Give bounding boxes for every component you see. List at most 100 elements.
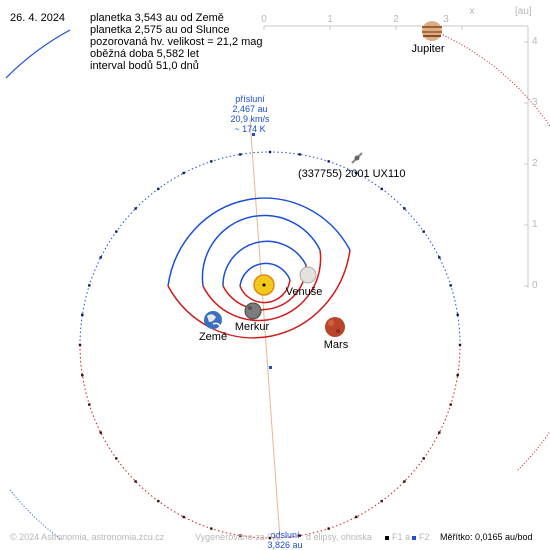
mercury-label: Merkur (234, 321, 270, 333)
x-tick-1: 1 (327, 14, 333, 25)
orbit-point (239, 153, 242, 156)
asteroid-orbit-blue (79, 151, 461, 346)
x-tick-3: 3 (443, 14, 449, 25)
orbit-point (81, 313, 84, 316)
legend-f1-label: F1 a (392, 532, 411, 542)
orbit-point (380, 499, 383, 503)
legend-f2-label: F2 (419, 532, 430, 542)
orbit-point (182, 171, 185, 175)
orbit-point (403, 480, 406, 483)
orbit-point (355, 171, 358, 175)
orbit-point (81, 374, 84, 377)
x-tick-2: 2 (393, 14, 399, 25)
y-tick-4: 4 (532, 36, 538, 47)
perihelion-temperature: ~ 174 K (234, 124, 266, 134)
orbit-point (403, 207, 406, 210)
y-tick-2: 2 (532, 158, 538, 169)
earth-icon (204, 311, 222, 329)
orbit-point (268, 150, 272, 154)
orbit-point (458, 343, 462, 347)
orbit-point (210, 527, 213, 530)
mars-orbit-red (167, 249, 351, 339)
orbit-point (438, 431, 441, 434)
jupiter-icon (422, 21, 442, 41)
orbit-point (438, 256, 441, 259)
orbit-point (422, 230, 425, 233)
info-panel: planetka 3,543 au od Země planetka 2,575… (90, 12, 263, 72)
scale-label: Měřítko: 0,0165 au/bod (440, 532, 533, 542)
orbit-point (456, 374, 459, 377)
jupiter-label: Jupiter (411, 43, 445, 55)
orbit-point (115, 230, 118, 233)
asteroid-orbit-red (79, 344, 461, 539)
jupiter-orbit-blue-lower (9, 489, 63, 541)
orbit-point (449, 403, 452, 406)
x-tick-0: 0 (261, 14, 267, 25)
y-tick-3: 3 (532, 97, 538, 108)
orbit-point (449, 284, 452, 287)
mars-icon (325, 317, 345, 337)
orbit-point (210, 160, 213, 163)
orbit-point (422, 457, 425, 460)
venus-icon (299, 266, 317, 284)
legend-f2-square (412, 536, 416, 540)
orbit-point (88, 284, 91, 287)
orbit-point (99, 431, 102, 434)
point-interval: interval bodů 51,0 dnů (90, 60, 199, 72)
sun-distance: planetka 2,575 au od Slunce (90, 24, 230, 36)
venus-orbit-blue (222, 240, 307, 287)
orbit-point (115, 457, 118, 460)
observed-magnitude: pozorovaná hv. velikost = 21,2 mag (90, 36, 263, 48)
jupiter-orbit-blue-upper (5, 29, 71, 79)
legend-f1-square (385, 536, 389, 540)
sun-icon (253, 274, 275, 296)
mercury-icon (244, 302, 262, 320)
aphelion-distance: 3,826 au (267, 540, 303, 550)
venus-label: Venuše (285, 286, 323, 298)
orbit-point (78, 343, 82, 347)
orbit-point (298, 153, 301, 156)
earth-orbit-red (202, 249, 322, 322)
orbit-point (134, 207, 137, 210)
orbit-point (298, 534, 301, 537)
perihelion-speed: 20,9 km/s (230, 114, 270, 124)
mercury-orbit-red (239, 279, 291, 304)
mars-label: Mars (323, 339, 349, 351)
orbit-point (268, 536, 272, 540)
orbit-point (456, 313, 459, 316)
earth-label: Země (198, 331, 228, 343)
mars-orbit-blue (167, 197, 351, 287)
mercury-orbit-blue (239, 262, 291, 287)
orbit-point (182, 515, 185, 519)
perihelion-distance: 2,467 au (232, 104, 268, 114)
copyright-text: © 2024 Astronomia, astronomia.zcu.cz (10, 532, 165, 542)
orbit-point (327, 160, 330, 163)
aphelion-label: odsluní 3,826 au (267, 530, 302, 550)
y-axis-unit: [au] (515, 6, 532, 17)
orbit-point (157, 187, 160, 191)
aphelion-title: odsluní (270, 530, 300, 540)
orbit-point (355, 515, 358, 519)
orbit-point (327, 527, 330, 530)
date-label: 26. 4. 2024 (10, 12, 66, 24)
asteroid-label: (337755) 2001 UX110 (298, 168, 406, 180)
earth-orbit-blue (201, 214, 321, 287)
y-tick-1: 1 (532, 219, 538, 230)
earth-distance: planetka 3,543 au od Země (90, 12, 224, 24)
orbital-period: oběžná doba 5,582 let (90, 48, 199, 60)
orbit-point (157, 499, 160, 503)
ellipse-text: d elipsy, ohniska (306, 532, 372, 542)
focus-marker (269, 366, 272, 369)
axes (263, 25, 529, 288)
orbit-point (88, 403, 91, 406)
y-tick-0: 0 (532, 280, 538, 291)
perihelion-title: přísluní (235, 94, 265, 104)
perihelion-marker (252, 133, 255, 136)
orbit-point (99, 256, 102, 259)
perihelion-label: přísluní 2,467 au 20,9 km/s ~ 174 K (230, 94, 269, 134)
apsis-line (249, 119, 281, 541)
generated-text: Vygenerováno za 0,0 (195, 532, 280, 542)
orbit-point (239, 534, 242, 537)
orbit-point (380, 187, 383, 191)
